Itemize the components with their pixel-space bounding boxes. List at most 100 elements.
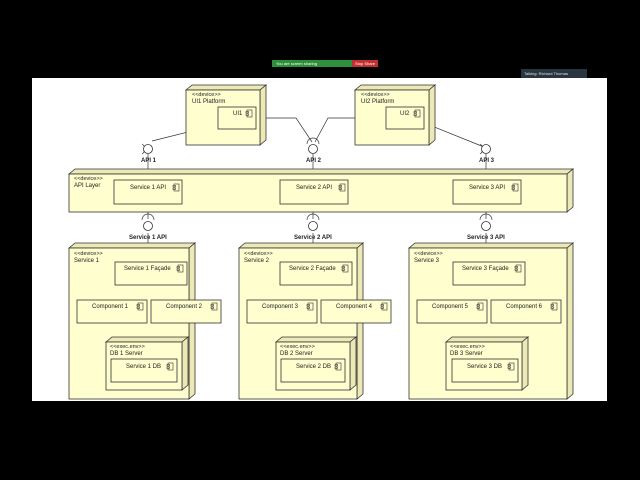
ui1-platform-node[interactable]: <<device>> UI1 Platform UI1 (184, 84, 268, 146)
component-icon (341, 264, 349, 273)
ui1-component-label: UI1 (233, 111, 243, 117)
api-layer-node[interactable]: <<device>> API Layer Service 1 API Servi… (67, 168, 575, 213)
service3-node[interactable]: <<device>> Service 3 Service 3 Façade Co… (407, 242, 575, 400)
db1-server-name: DB 1 Server (110, 351, 143, 357)
db2-server-name: DB 2 Server (280, 351, 313, 357)
service1-api-label: Service 1 API (130, 185, 166, 191)
db2-server-node[interactable]: <<exec.env>> DB 2 Server Service 2 DB (274, 336, 358, 391)
ui1-platform-name: UI1 Platform (192, 99, 225, 105)
service1-facade-component[interactable]: Service 1 Façade (114, 261, 188, 286)
service3-name: Service 3 (414, 258, 440, 264)
service3-api-component[interactable]: Service 3 API (452, 179, 522, 205)
component-icon (166, 362, 174, 371)
service2-api-interface[interactable]: Service 2 API (294, 213, 332, 241)
api1-interface[interactable]: API 1 (141, 143, 157, 164)
component-icon (476, 302, 484, 311)
service2-node[interactable]: <<device>> Service 2 Service 2 Façade Co… (237, 242, 392, 400)
component-icon (306, 302, 314, 311)
service3-facade-component[interactable]: Service 3 Façade (452, 261, 526, 286)
db3-server-stereotype: <<exec.env>> (450, 344, 485, 350)
service1-node[interactable]: <<device>> Service 1 Service 1 Façade Co… (67, 242, 222, 400)
component-icon (550, 302, 558, 311)
component-icon (338, 183, 346, 192)
db1-server-stereotype: <<exec.env>> (110, 344, 145, 350)
service2-name: Service 2 (244, 258, 270, 264)
service1-api-interface[interactable]: Service 1 API (129, 213, 167, 241)
service1-name: Service 1 (74, 258, 100, 264)
component-icon (172, 183, 180, 192)
service1-interface-label: Service 1 API (129, 235, 167, 241)
service2-api-label: Service 2 API (296, 185, 332, 191)
component-icon (334, 362, 342, 371)
component6-label: Component 6 (506, 304, 543, 310)
db3-server-node[interactable]: <<exec.env>> DB 3 Server Service 3 DB (444, 336, 530, 391)
ui2-platform-node[interactable]: <<device>> UI2 Platform UI2 (353, 84, 437, 146)
component-icon (413, 109, 421, 118)
service3-api-interface[interactable]: Service 3 API (467, 213, 505, 241)
lollipop-icon (481, 144, 491, 154)
lollipop-icon (143, 144, 153, 154)
component3-label: Component 3 (262, 304, 299, 310)
component-icon (136, 302, 144, 311)
service2-stereotype: <<device>> (244, 251, 273, 257)
component-icon (380, 302, 388, 311)
socket-icon (306, 213, 320, 221)
service1-stereotype: <<device>> (74, 251, 103, 257)
api-layer-name: API Layer (74, 183, 100, 189)
db1-server-node[interactable]: <<exec.env>> DB 1 Server Service 1 DB (104, 336, 190, 391)
ui1-component[interactable]: UI1 (217, 106, 257, 130)
lollipop-icon (143, 221, 153, 231)
socket-icon (479, 213, 493, 221)
socket-icon (306, 137, 320, 145)
ui2-component-label: UI2 (400, 111, 410, 117)
component4[interactable]: Component 4 (320, 299, 392, 324)
ui1-platform-stereotype: <<device>> (192, 92, 221, 98)
api2-interface[interactable]: API 2 (306, 137, 322, 164)
service3-stereotype: <<device>> (414, 251, 443, 257)
service2-interface-label: Service 2 API (294, 235, 332, 241)
component2[interactable]: Component 2 (150, 299, 222, 324)
component5-label: Component 5 (432, 304, 469, 310)
api3-interface[interactable]: API 3 (479, 143, 495, 164)
talking-indicator: Talking: Richard Thomas (521, 69, 587, 78)
deployment-diagram: <<device>> UI1 Platform UI1 <<device>> U… (67, 84, 575, 400)
share-status: You are screen sharing (272, 60, 352, 67)
service1-facade-label: Service 1 Façade (124, 266, 171, 272)
share-status-text: You are screen sharing (276, 61, 317, 66)
diagram-canvas: <<device>> UI1 Platform UI1 <<device>> U… (32, 78, 607, 401)
service2-db-component[interactable]: Service 2 DB (280, 358, 346, 383)
component1-label: Component 1 (92, 304, 129, 310)
api-layer-stereotype: <<device>> (74, 176, 103, 182)
component4-label: Component 4 (336, 304, 373, 310)
api1-label: API 1 (141, 158, 157, 164)
component3[interactable]: Component 3 (246, 299, 318, 324)
component-icon (245, 109, 253, 118)
service2-facade-label: Service 2 Façade (289, 266, 336, 272)
service1-api-component[interactable]: Service 1 API (113, 179, 183, 205)
service3-api-label: Service 3 API (469, 185, 505, 191)
component-icon (511, 183, 519, 192)
component6[interactable]: Component 6 (490, 299, 562, 324)
api2-label: API 2 (306, 158, 322, 164)
component2-label: Component 2 (166, 304, 203, 310)
service3-facade-label: Service 3 Façade (462, 266, 509, 272)
service1-db-component[interactable]: Service 1 DB (110, 358, 178, 383)
service3-interface-label: Service 3 API (467, 235, 505, 241)
socket-icon (141, 213, 155, 221)
service1-db-label: Service 1 DB (126, 364, 161, 370)
service2-db-label: Service 2 DB (296, 364, 331, 370)
component5[interactable]: Component 5 (416, 299, 488, 324)
service3-db-label: Service 3 DB (467, 364, 502, 370)
service2-api-component[interactable]: Service 2 API (279, 179, 349, 205)
lollipop-icon (481, 221, 491, 231)
component-icon (210, 302, 218, 311)
service3-db-component[interactable]: Service 3 DB (451, 358, 519, 383)
stop-share-button[interactable]: Stop Share (352, 60, 378, 67)
component1[interactable]: Component 1 (76, 299, 148, 324)
api3-label: API 3 (479, 158, 495, 164)
component-icon (514, 264, 522, 273)
service2-facade-component[interactable]: Service 2 Façade (279, 261, 353, 286)
lollipop-icon (308, 144, 318, 154)
component-icon (176, 264, 184, 273)
ui2-component[interactable]: UI2 (385, 106, 425, 130)
